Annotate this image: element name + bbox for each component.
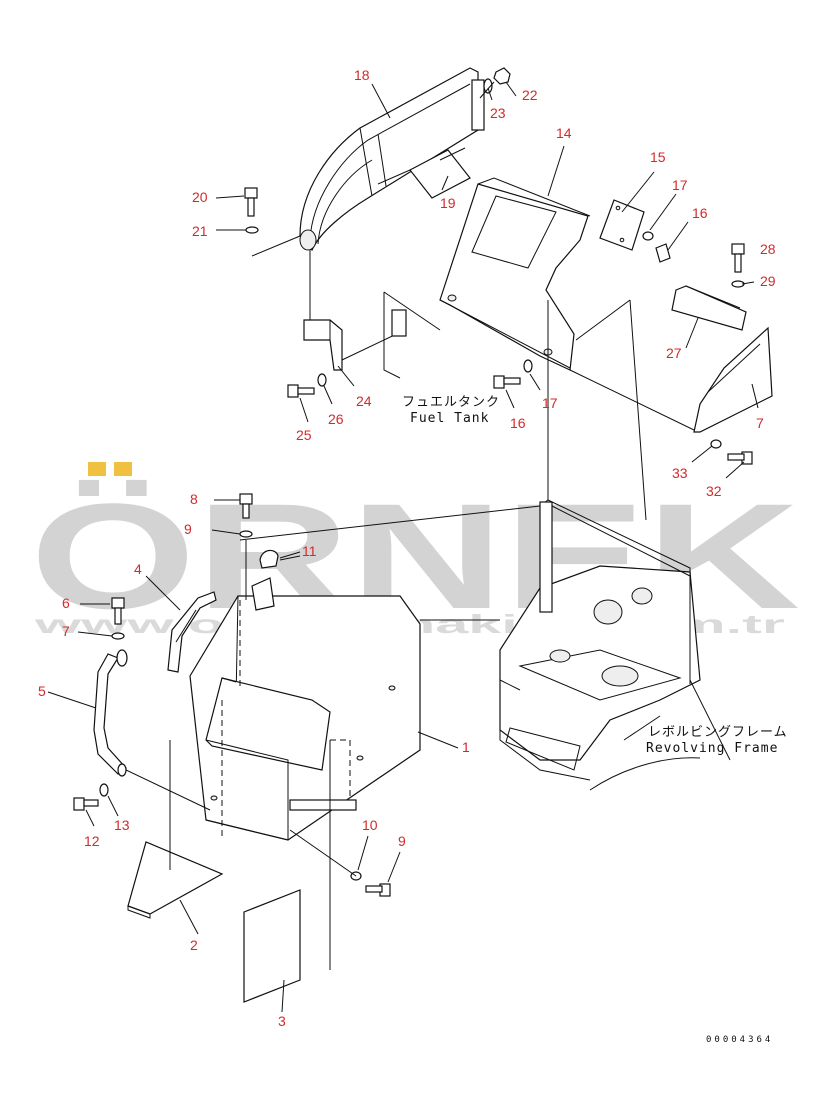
callout-6: 6 (62, 595, 70, 611)
callout-18: 16 (510, 415, 526, 431)
part-22-23-drawing (244, 187, 301, 257)
watermark-dot-right (114, 462, 132, 476)
part-16-17-drawing (642, 231, 671, 263)
part-14-drawing (439, 177, 591, 371)
callout-26: 24 (356, 393, 372, 409)
callout-17: 17 (672, 177, 688, 193)
callout-22: 20 (192, 189, 208, 205)
callout-5: 5 (38, 683, 46, 699)
revolving-frame-label-jp: レボルビングフレーム (648, 725, 788, 740)
callout-33: 33 (672, 465, 688, 481)
callout-20: 18 (354, 67, 370, 83)
part-32-33-drawing (710, 439, 753, 465)
callout-7: 7 (62, 623, 70, 639)
leader-lines (47, 81, 759, 1013)
callout-14: 14 (556, 125, 572, 141)
callout-12: 12 (84, 833, 100, 849)
fuel-tank-label-jp: フュエルタンク (402, 395, 500, 410)
callout-2: 2 (190, 937, 198, 953)
part-9-10-bottom-drawing (350, 871, 391, 897)
part-2-drawing (127, 841, 224, 919)
callout-16: 16 (692, 205, 708, 221)
callout-10-top: 9 (184, 521, 192, 537)
fuel-tank-label-en: Fuel Tank (410, 411, 489, 426)
part-5-drawing (93, 649, 128, 777)
watermark-dot-left (88, 462, 106, 476)
part-6-7-drawing (111, 597, 125, 640)
part-20-drawing (299, 67, 485, 252)
callout-21: 19 (440, 195, 456, 211)
callout-29: 27 (666, 345, 682, 361)
callout-4: 4 (134, 561, 142, 577)
callouts: 18 22 23 14 15 17 16 19 20 21 28 29 27 2… (38, 67, 776, 1029)
part-18-19-drawing (493, 359, 533, 389)
callout-15: 15 (650, 149, 666, 165)
part-24-25-drawing (479, 67, 511, 99)
callout-25: 23 (490, 105, 506, 121)
part-12-13-drawing (73, 783, 109, 811)
callout-28: 26 (328, 411, 344, 427)
callout-30: 28 (760, 241, 776, 257)
part-27-28-drawing (287, 373, 327, 398)
part-8-drawing (693, 326, 773, 433)
callout-9-top: 8 (190, 491, 198, 507)
text-labels: フュエルタンク Fuel Tank レボルビングフレーム Revolving F… (402, 395, 788, 1045)
callout-3: 3 (278, 1013, 286, 1029)
callout-8: 7 (756, 415, 764, 431)
part-26-drawing (303, 319, 406, 371)
callout-27: 25 (296, 427, 312, 443)
part-3-drawing (243, 889, 301, 1003)
part-21-drawing (377, 147, 471, 199)
fuel-tank-outline (383, 291, 441, 379)
part-30-31-drawing (731, 243, 745, 288)
callout-1: 1 (462, 739, 470, 755)
callout-23: 21 (192, 223, 208, 239)
callout-31: 29 (760, 273, 776, 289)
part-29-drawing (671, 285, 747, 331)
part-1-drawing (189, 595, 421, 841)
drawing-code: 00004364 (706, 1035, 773, 1045)
callout-10-bottom: 10 (362, 817, 378, 833)
revolving-frame-label-en: Revolving Frame (646, 741, 778, 756)
callout-9-bottom: 9 (398, 833, 406, 849)
callout-11: 11 (302, 543, 317, 559)
part-4-drawing (167, 591, 217, 673)
revolving-frame-drawing (499, 499, 731, 791)
callout-13: 13 (114, 817, 130, 833)
part-15-drawing (599, 199, 645, 251)
callout-24: 22 (522, 87, 538, 103)
part-11-drawing (251, 549, 301, 611)
callout-19: 17 (542, 395, 558, 411)
callout-32: 32 (706, 483, 722, 499)
